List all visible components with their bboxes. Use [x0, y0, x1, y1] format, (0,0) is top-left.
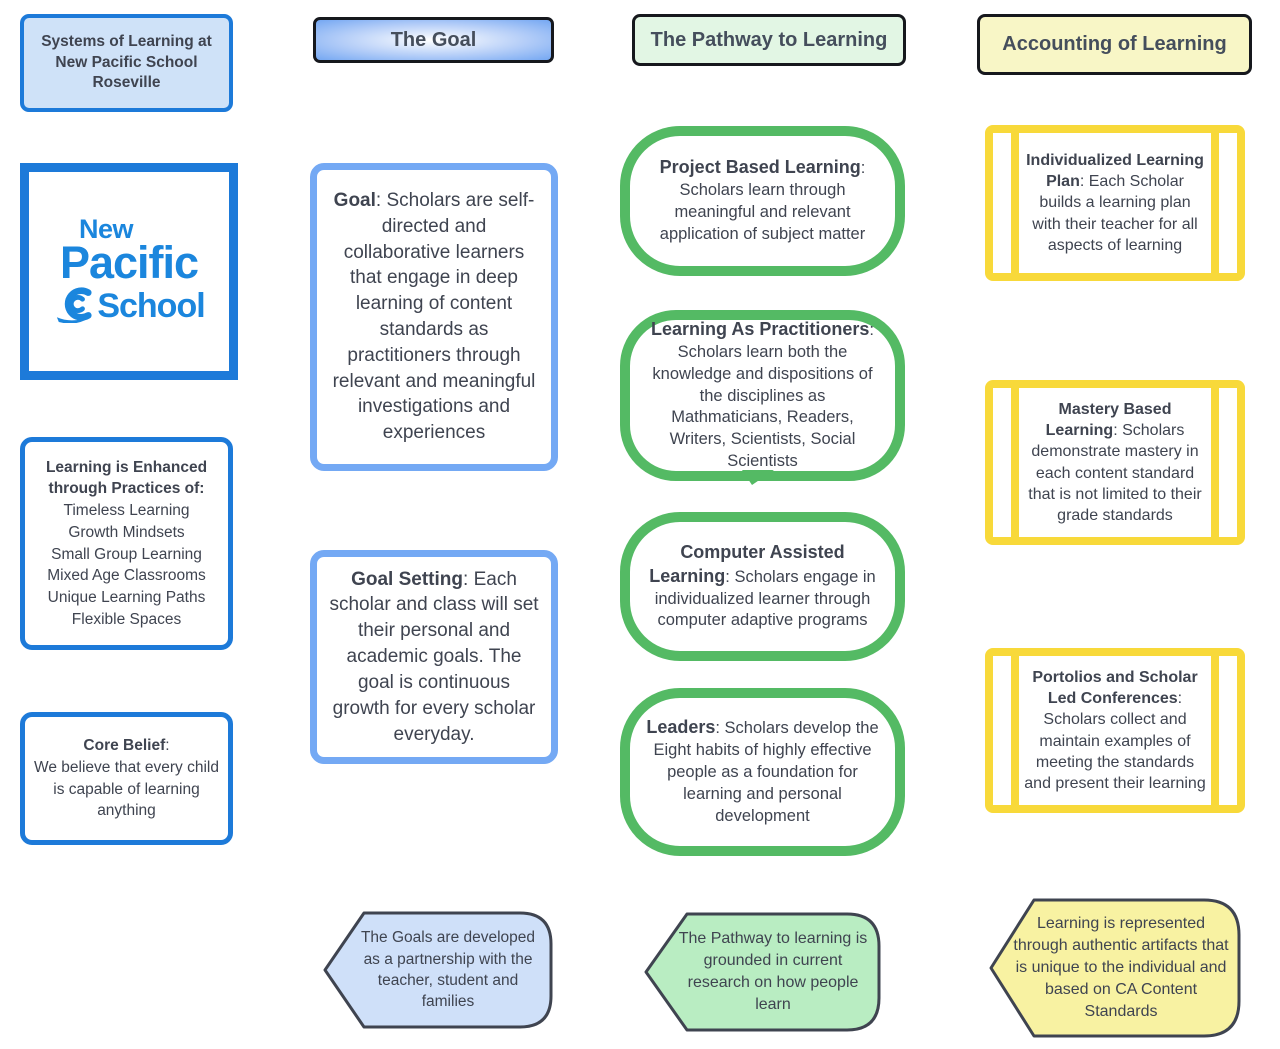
process-bar-right [1211, 388, 1219, 537]
logo-line-school: School [97, 286, 205, 325]
computer-assisted-learning-box: Computer Assisted Learning: Scholars eng… [620, 512, 905, 661]
learning-as-practitioners-box: Learning As Practitioners: Scholars lear… [620, 310, 905, 485]
mbl-title: Mastery Based Learning [1045, 400, 1172, 439]
practice-item: Unique Learning Paths [47, 588, 206, 606]
accounting-column-header: Accounting of Learning [977, 14, 1252, 75]
pbl-title: Project Based Learning [659, 157, 861, 178]
practice-item: Growth Mindsets [68, 523, 185, 541]
systems-header-label: Systems of Learning at New Pacific Schoo… [41, 32, 212, 92]
process-bar-left [1011, 656, 1019, 805]
ilp-body: : Each Scholar builds a learning plan wi… [1032, 173, 1198, 254]
pathway-callout-text: The Pathway to learning is grounded in c… [678, 929, 868, 1014]
accounting-header-label: Accounting of Learning [1002, 33, 1227, 55]
goal-title: Goal [333, 189, 376, 211]
goal-column-header: The Goal [313, 17, 554, 63]
lap-title: Learning As Practitioners [651, 318, 870, 339]
ilp-title: Individualized Learning Plan [1026, 151, 1204, 191]
cal-body: : Scholars engage in individualized lear… [654, 567, 876, 630]
mastery-based-learning-box: Mastery Based Learning: Scholars demonst… [985, 380, 1245, 545]
accounting-callout-pentagon: Learning is represented through authenti… [988, 893, 1244, 1043]
portfolios-conferences-box: Portolios and Scholar Led Conferences: S… [985, 648, 1245, 813]
goals-callout-text: The Goals are developed as a partnership… [360, 929, 536, 1011]
process-bar-left [1011, 388, 1019, 537]
core-belief-body: We believe that every child is capable o… [34, 758, 219, 820]
leaders-box: Leaders: Scholars develop the Eight habi… [620, 688, 905, 856]
process-bar-right [1211, 133, 1219, 273]
process-bar-left [1011, 133, 1019, 273]
practice-item: Flexible Spaces [71, 610, 182, 628]
pathway-column-header: The Pathway to Learning [632, 14, 906, 66]
core-belief-box: Core Belief: We believe that every child… [20, 712, 233, 845]
leaders-body: : Scholars develop the Eight habits of h… [653, 719, 879, 825]
goal-setting-title: Goal Setting [351, 568, 464, 590]
portfolios-title: Portolios and Scholar Led Conferences [1032, 668, 1198, 707]
individualized-learning-plan-box: Individualized Learning Plan: Each Schol… [985, 125, 1245, 281]
school-logo-box: New Pacific School [20, 163, 238, 380]
process-bar-right [1211, 656, 1219, 805]
goal-header-label: The Goal [390, 28, 477, 51]
practice-item: Timeless Learning [63, 502, 190, 520]
pathway-header-label: The Pathway to Learning [650, 28, 888, 51]
pbl-body: : Scholars learn through meaningful and … [659, 159, 866, 243]
practice-item: Small Group Learning [51, 545, 202, 563]
practice-item: Mixed Age Classrooms [47, 567, 206, 585]
wave-icon [53, 285, 95, 326]
goal-box: Goal: Scholars are self-directed and col… [310, 163, 558, 471]
mbl-body: : Scholars demonstrate mastery in each c… [1028, 421, 1202, 525]
lap-body: : Scholars learn both the knowledge and … [652, 320, 874, 471]
cal-title: Computer Assisted Learning [649, 541, 845, 586]
goal-body: : Scholars are self-directed and collabo… [332, 189, 536, 444]
goals-callout-pentagon: The Goals are developed as a partnership… [322, 908, 554, 1032]
core-belief-title: Core Belief [83, 737, 166, 755]
goal-setting-body: : Each scholar and class will set their … [329, 568, 539, 745]
accounting-callout-text: Learning is represented through authenti… [1013, 914, 1229, 1021]
logo-line-pacific: Pacific [59, 237, 199, 289]
school-logo: New Pacific School [53, 213, 206, 327]
portfolios-body: : Scholars collect and maintain examples… [1024, 689, 1206, 793]
pathway-callout-pentagon: The Pathway to learning is grounded in c… [643, 908, 883, 1036]
goal-setting-box: Goal Setting: Each scholar and class wil… [310, 550, 558, 764]
leaders-title: Leaders [646, 717, 716, 738]
practices-box: Learning is Enhanced through Practices o… [20, 437, 233, 650]
practices-heading: Learning is Enhanced through Practices o… [45, 458, 208, 498]
systems-of-learning-header-box: Systems of Learning at New Pacific Schoo… [20, 14, 233, 112]
logo-line-new: New [78, 213, 134, 244]
project-based-learning-box: Project Based Learning: Scholars learn t… [620, 126, 905, 276]
callout-tail-icon [742, 470, 774, 485]
